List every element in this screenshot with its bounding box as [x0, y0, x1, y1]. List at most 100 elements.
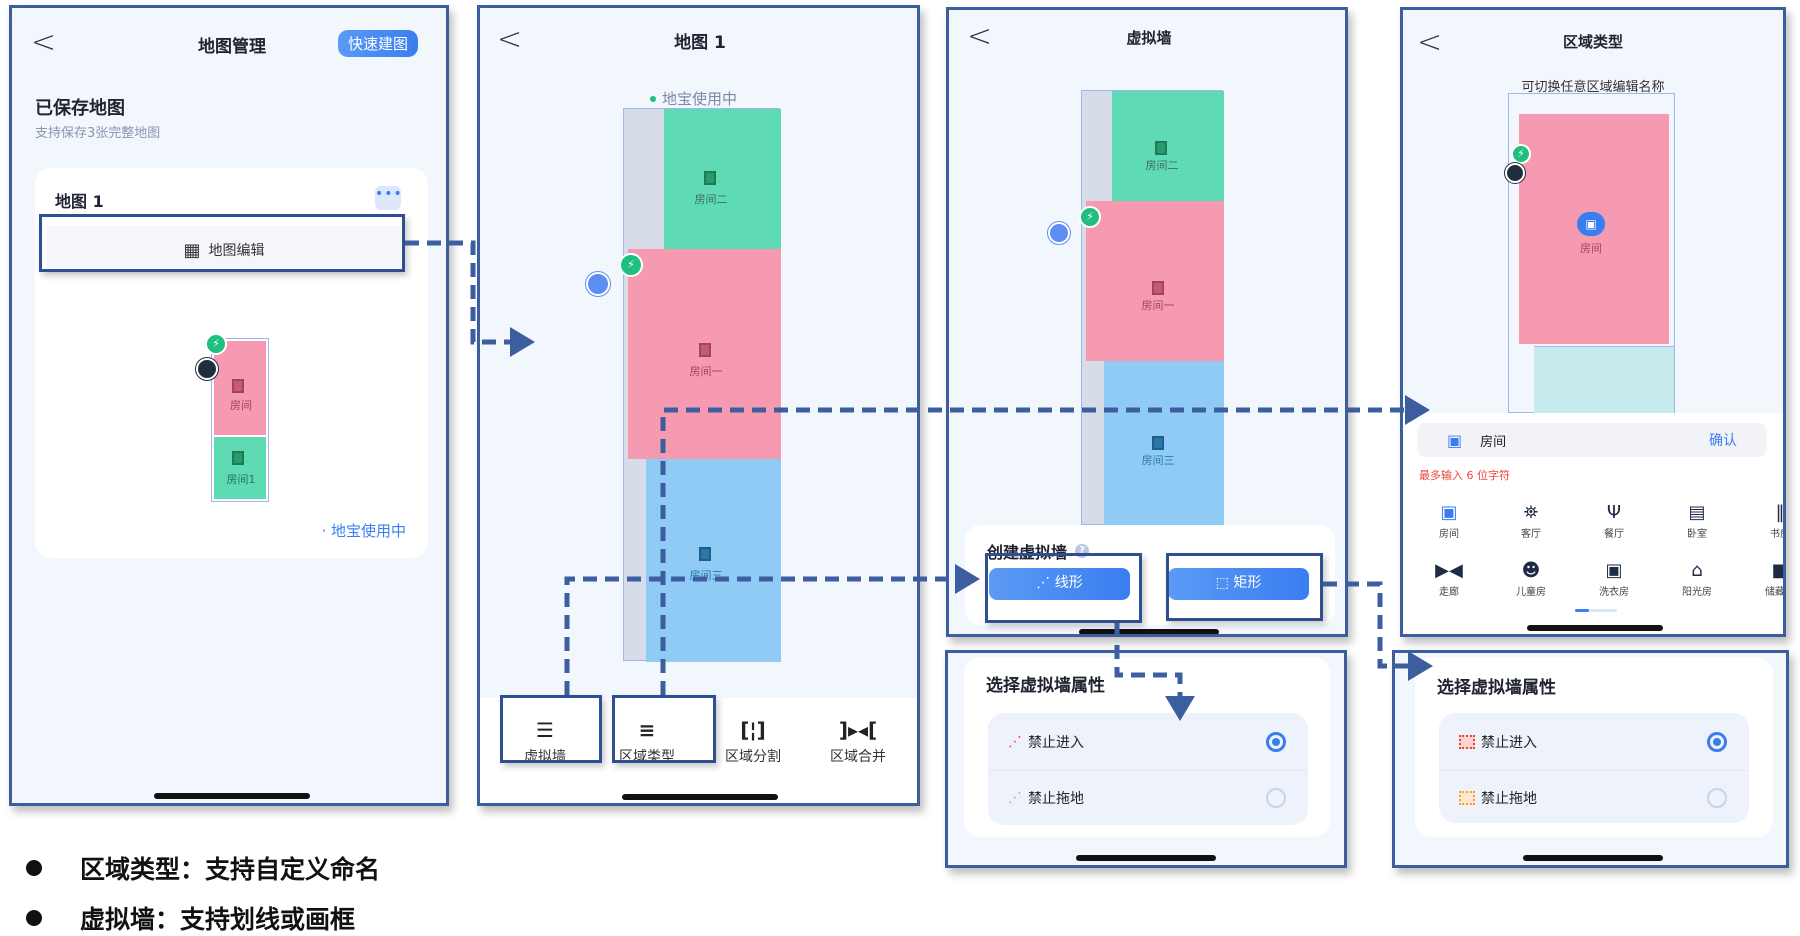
sunroom-icon: ⌂ [1691, 560, 1703, 581]
limit-warning: 最多输入 6 位字符 [1419, 469, 1510, 482]
room-teal [1534, 346, 1674, 414]
type-laundry[interactable]: ▣洗衣房 [1584, 559, 1644, 598]
bottom-toolbar: ☰ 虚拟墙 ≡ 区域类型 [¦] 区域分割 ]▸◂[ 区域合并 [480, 698, 917, 803]
home-indicator [622, 794, 778, 800]
option-no-entry[interactable]: 禁止进入 [1439, 713, 1749, 771]
sofa-icon: ⛯ [1523, 502, 1539, 523]
bullet-area-type: 区域类型：支持自定义命名 [20, 850, 380, 886]
type-storage[interactable]: ■储藏室 [1750, 559, 1783, 598]
charger-icon: ⚡ [619, 253, 643, 277]
bullet-dot [26, 910, 42, 926]
door-icon [1155, 141, 1167, 155]
room-label: 房间1 [226, 473, 256, 486]
options-box: ⋰ 禁止进入 ⋰ 禁止拖地 [988, 713, 1308, 825]
room-blue [1104, 361, 1224, 526]
panel-virtual-wall: < 虚拟墙 房间二 房间一 房间三 ⚡ 创建虚拟墙 ? ⋰ 线形 ⬚ 矩形 [946, 7, 1348, 637]
properties-title: 选择虚拟墙属性 [986, 676, 1105, 696]
door-icon [699, 343, 711, 357]
type-kids-room[interactable]: ☻儿童房 [1501, 559, 1561, 598]
home-indicator [1527, 625, 1663, 631]
washer-icon: ▣ [1605, 560, 1623, 581]
status-badge: · 地宝使用中 [321, 522, 406, 540]
option-no-mop[interactable]: ⋰ 禁止拖地 [988, 769, 1308, 827]
radio-unselected[interactable] [1266, 788, 1286, 808]
room-label: 房间一 [689, 365, 723, 378]
rect-orange-icon [1459, 791, 1475, 805]
storage-icon: ■ [1750, 559, 1783, 583]
type-living-room[interactable]: ⛯客厅 [1501, 501, 1561, 540]
room-label: 房间三 [689, 569, 723, 582]
baby-icon: ☻ [1521, 560, 1541, 581]
door-icon [699, 547, 711, 561]
highlight-line-button [985, 553, 1142, 623]
area-hint: 可切换任意区域编辑名称 [1521, 80, 1665, 95]
bullet-dot [26, 860, 42, 876]
charger-icon: ⚡ [1079, 206, 1101, 228]
split-icon: [¦] [740, 718, 766, 742]
charger-icon: ⚡ [205, 333, 227, 355]
option-no-mop[interactable]: 禁止拖地 [1439, 769, 1749, 827]
type-room[interactable]: ▣房间 [1419, 501, 1479, 540]
back-icon[interactable]: < [967, 19, 993, 54]
option-no-entry[interactable]: ⋰ 禁止进入 [988, 713, 1308, 771]
virtual-wall-icon: ☰ [536, 718, 554, 742]
line-orange-icon: ⋰ [1008, 790, 1022, 806]
radio-selected[interactable] [1266, 731, 1286, 752]
bed-icon: ▤ [1688, 502, 1706, 523]
back-icon[interactable]: < [1417, 25, 1443, 60]
room-label: 房间 [230, 399, 252, 412]
section-title: 已保存地图 [35, 98, 125, 119]
room-selected-icon: ▣ [1577, 212, 1605, 236]
back-icon[interactable]: < [31, 25, 57, 60]
door-icon [1152, 281, 1164, 295]
highlight-area-type [612, 695, 716, 763]
room-label: 房间二 [1145, 159, 1179, 172]
page-title: 虚拟墙 [1126, 29, 1172, 47]
more-options-button[interactable]: ••• [375, 186, 402, 210]
wall-properties-card: 选择虚拟墙属性 ⋰ 禁止进入 ⋰ 禁止拖地 [964, 657, 1330, 837]
room-label: 房间三 [1141, 454, 1175, 467]
back-icon[interactable]: < [497, 22, 523, 57]
robot-icon [1505, 163, 1525, 183]
room-name-input[interactable]: ▣ 房间 确认 [1417, 423, 1767, 457]
type-bedroom[interactable]: ▤卧室 [1667, 501, 1727, 540]
highlight-map-edit [39, 214, 405, 272]
corridor-icon: ▶◀ [1435, 560, 1463, 581]
section-subtitle: 支持保存3张完整地图 [35, 126, 161, 141]
rect-red-icon [1459, 734, 1475, 749]
map-card-title: 地图 1 [55, 192, 104, 211]
room-label: 房间二 [694, 193, 728, 206]
map-edit-icon: ▦ [183, 239, 201, 261]
books-icon: ‖ [1775, 502, 1785, 523]
door-icon [704, 171, 716, 185]
home-indicator [1079, 629, 1219, 634]
type-sunroom[interactable]: ⌂阳光房 [1667, 559, 1727, 598]
room-green [214, 437, 266, 499]
confirm-button[interactable]: 确认 [1709, 433, 1737, 449]
room-green [1112, 91, 1224, 201]
floor-map: ▣ 房间 [1508, 93, 1675, 414]
map-card: 地图 1 ••• ▦ 地图编辑 房间 房间1 ⚡ · 地宝使用中 [35, 168, 428, 558]
radio-unselected[interactable] [1707, 788, 1727, 808]
page-indicator [1575, 609, 1617, 612]
type-study[interactable]: ‖书房 [1750, 501, 1785, 540]
room-label: 房间一 [1141, 299, 1175, 312]
robot-icon [1048, 222, 1070, 244]
bottom-sheet: ▣ 房间 确认 最多输入 6 位字符 ▣房间 ⛯客厅 Ψ餐厅 ▤卧室 ‖书房 ▶… [1403, 413, 1785, 634]
toolbar-area-split[interactable]: [¦] 区域分割 [718, 718, 788, 766]
page-title: 区域类型 [1562, 33, 1623, 51]
robot-icon [586, 272, 610, 296]
mini-map: 房间 房间1 [211, 338, 269, 502]
type-corridor[interactable]: ▶◀走廊 [1419, 559, 1479, 598]
floor-map: 房间二 房间一 房间三 [1081, 90, 1224, 526]
cutlery-icon: Ψ [1606, 502, 1622, 523]
radio-selected[interactable] [1707, 731, 1727, 752]
map-edit-button[interactable]: ▦ 地图编辑 [47, 226, 401, 274]
line-red-icon: ⋰ [1008, 733, 1022, 750]
panel-wall-properties-line: 选择虚拟墙属性 ⋰ 禁止进入 ⋰ 禁止拖地 [945, 650, 1347, 868]
options-box: 禁止进入 禁止拖地 [1439, 713, 1749, 823]
home-indicator [154, 793, 310, 799]
quick-build-button[interactable]: 快速建图 [338, 30, 419, 57]
toolbar-area-merge[interactable]: ]▸◂[ 区域合并 [823, 718, 893, 766]
